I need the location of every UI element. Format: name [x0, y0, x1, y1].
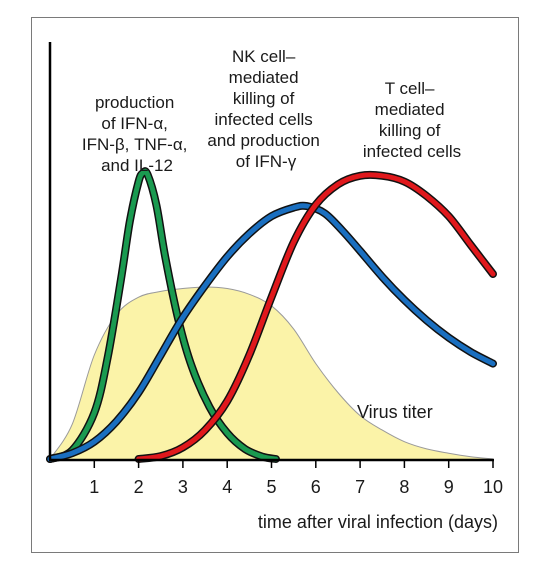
- virus-titer-label: Virus titer: [357, 402, 433, 422]
- nk-cell-label: NK cell– mediated killing of infected ce…: [207, 47, 324, 171]
- x-tick-label: 3: [178, 477, 188, 497]
- line-layer: [46, 167, 497, 463]
- cytokine-label: production of IFN-α, IFN-β, TNF-α, and I…: [82, 93, 192, 175]
- nk-line: [47, 203, 496, 462]
- x-tick-label: 5: [266, 477, 276, 497]
- x-tick-label: 1: [89, 477, 99, 497]
- x-tick-label: 8: [399, 477, 409, 497]
- cytokines-line: [47, 168, 279, 462]
- tcell-line: [136, 172, 496, 462]
- x-ticks: 1 2 3 4 5 6 7 8 9 10: [89, 459, 503, 497]
- x-tick-label: 6: [311, 477, 321, 497]
- t-cell-label: T cell– mediated killing of infected cel…: [363, 79, 461, 161]
- figure-frame: [31, 17, 519, 553]
- x-tick-label: 4: [222, 477, 232, 497]
- x-axis-label: time after viral infection (days): [258, 512, 498, 532]
- x-tick-label: 7: [355, 477, 365, 497]
- x-tick-label: 9: [444, 477, 454, 497]
- x-tick-label: 10: [483, 477, 503, 497]
- x-tick-label: 2: [134, 477, 144, 497]
- virus-area: [50, 287, 493, 459]
